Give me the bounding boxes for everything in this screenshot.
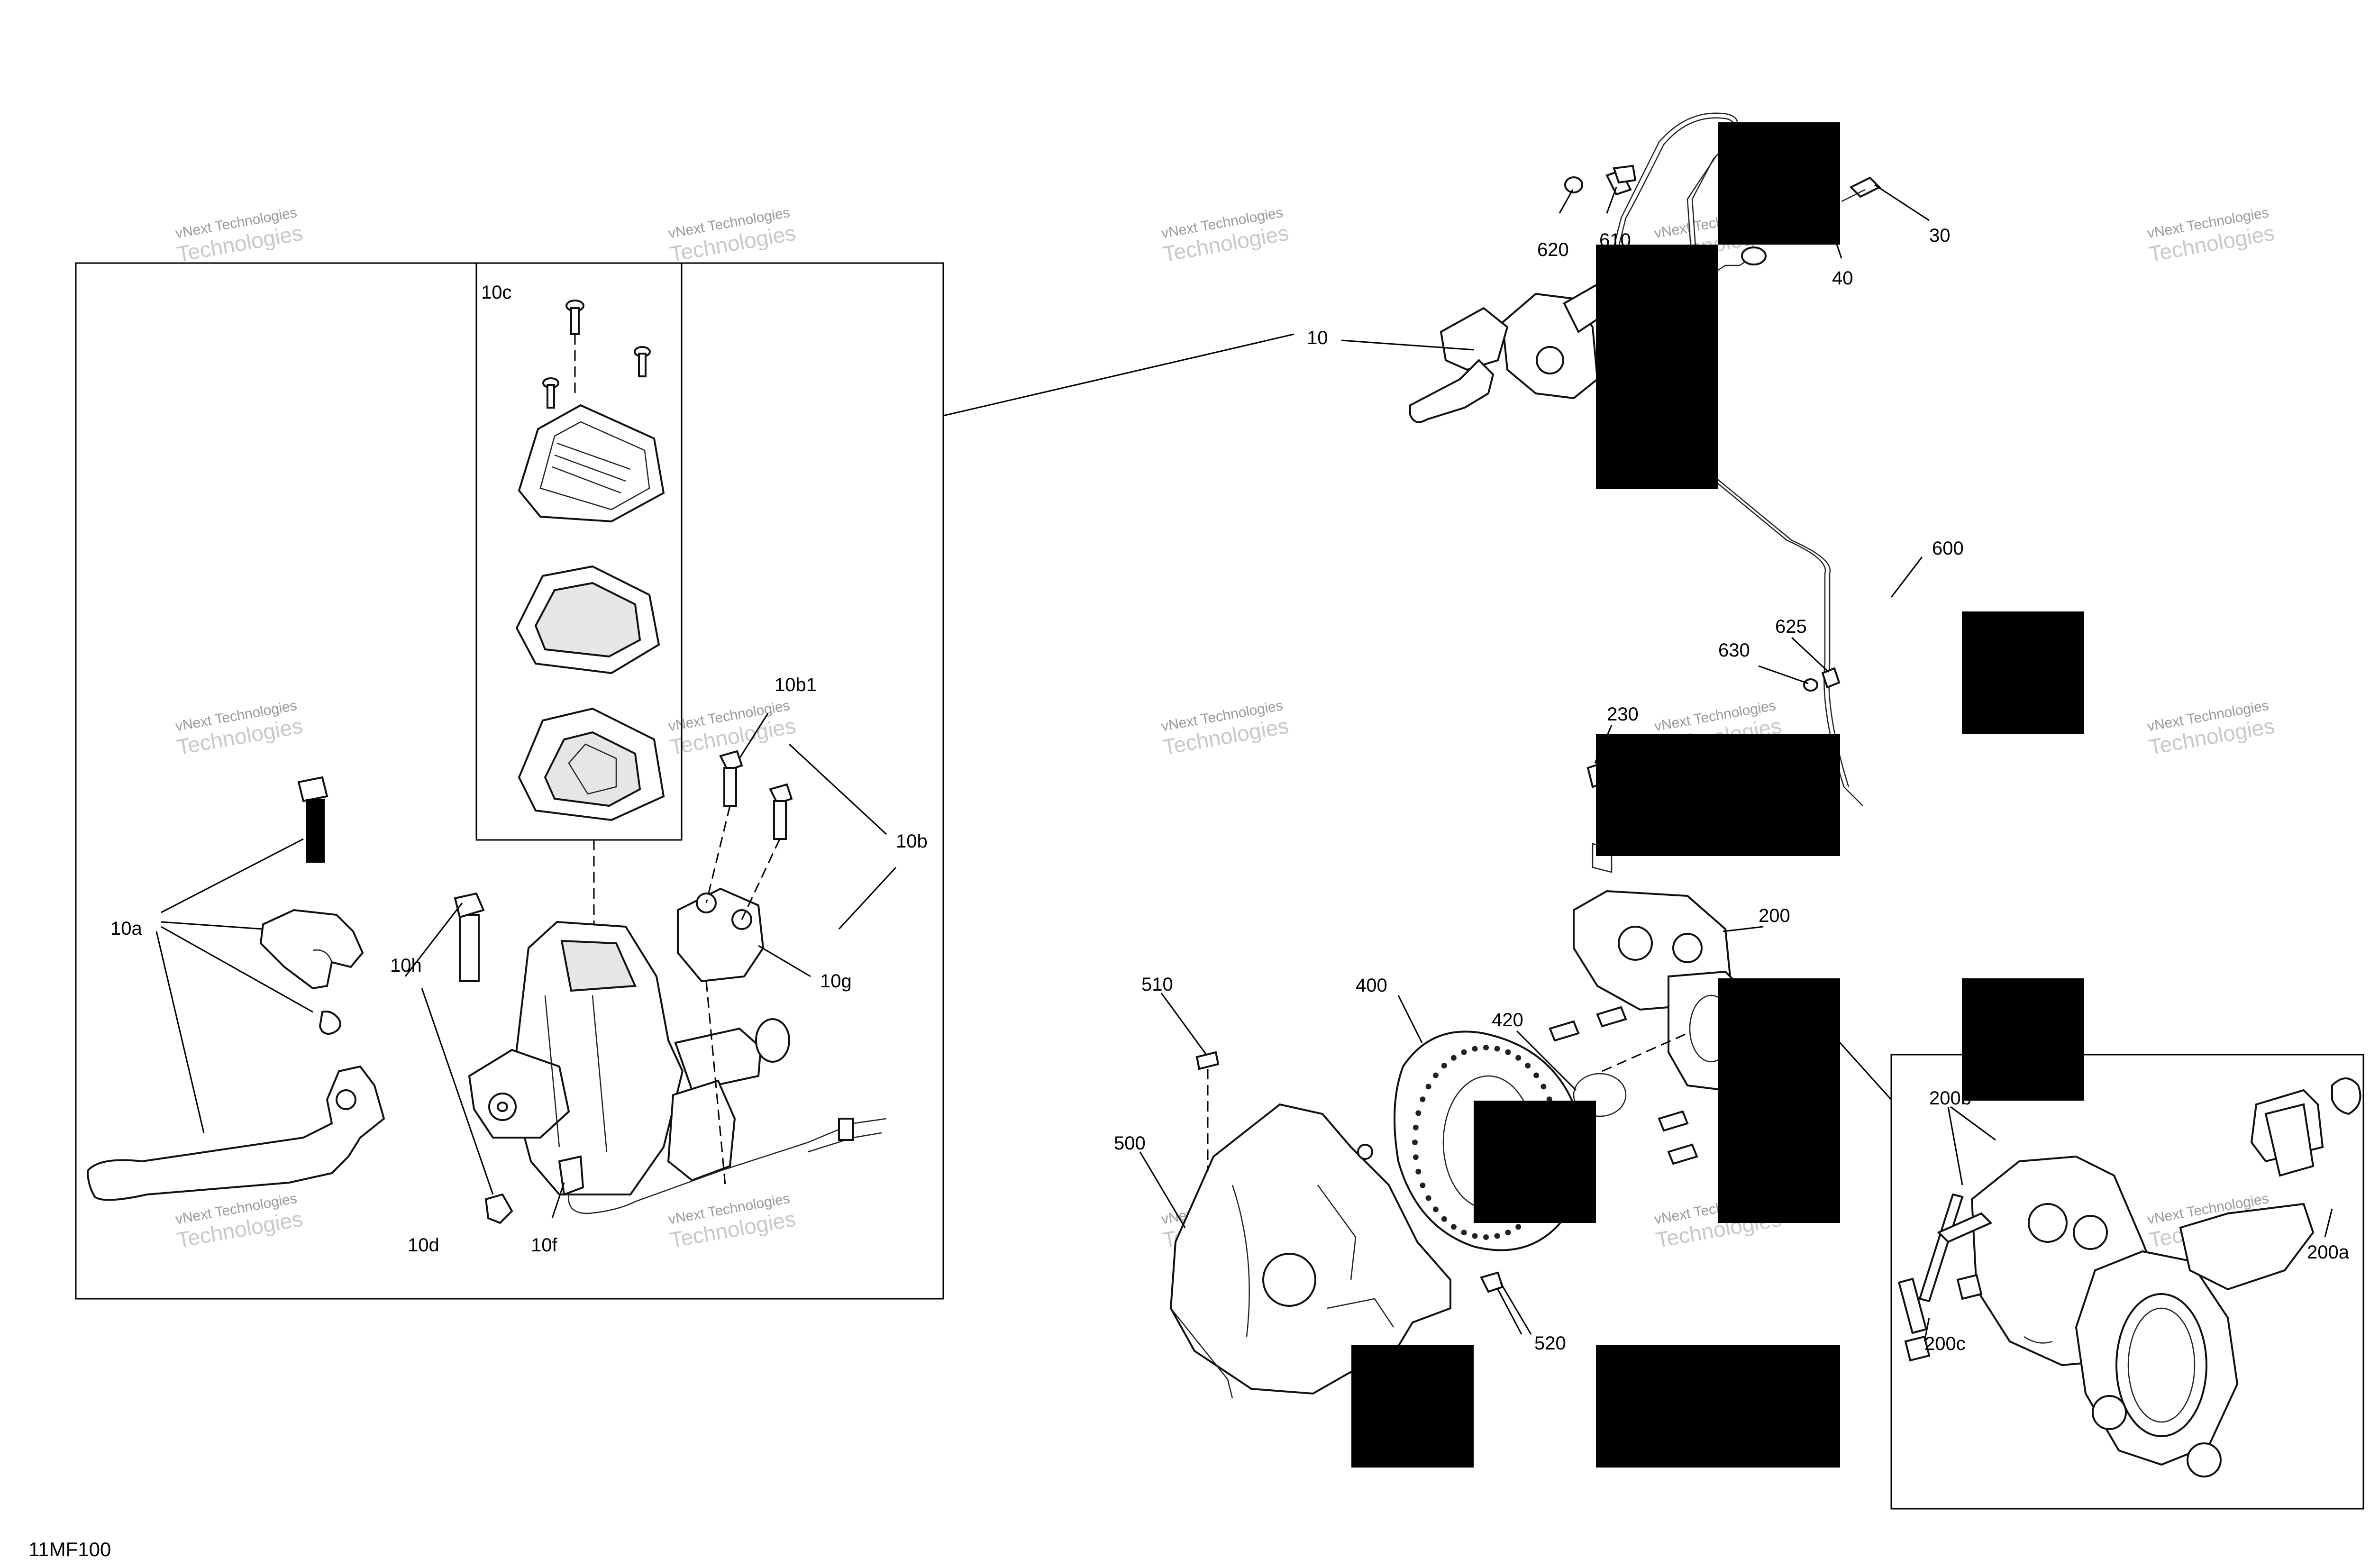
disc-hole: [1425, 1084, 1431, 1090]
reservoir-cap-assembly: [515, 300, 665, 821]
callout-600: 600: [1932, 538, 1964, 559]
caliper-pins: [1549, 1006, 1698, 1165]
callout-30: 30: [1929, 225, 1951, 246]
disc-hole: [1420, 1182, 1426, 1188]
disc-hole: [1494, 1046, 1500, 1052]
brake-lever-parts: [86, 776, 513, 1224]
callout-40: 40: [1832, 268, 1853, 289]
callout-200c: 200c: [1924, 1333, 1966, 1354]
caliper-detail-frame: [1890, 1054, 2364, 1510]
disc-hole: [1533, 1072, 1540, 1078]
disc-hole: [1450, 1224, 1457, 1230]
callout-625: 625: [1775, 616, 1807, 637]
disc-hole: [1425, 1195, 1431, 1201]
disc-hole: [1505, 1049, 1511, 1055]
disc-hole: [1472, 1233, 1478, 1239]
diagram-code: 11MF100: [28, 1538, 111, 1560]
disc-hole: [1415, 1110, 1422, 1116]
disc-hole: [1483, 1045, 1489, 1050]
left-leader-lines: [155, 713, 897, 1219]
disc-hole: [1412, 1140, 1418, 1145]
disc-hole: [1461, 1049, 1467, 1055]
callout-10: 10: [1307, 328, 1328, 348]
disc-hole: [1494, 1233, 1500, 1239]
disc-hole: [1515, 1224, 1522, 1230]
callout-510: 510: [1141, 974, 1173, 995]
disc-hole: [1505, 1230, 1511, 1236]
callout-10g: 10g: [820, 971, 852, 992]
master-cylinder-detail-frame: [75, 262, 944, 1300]
disc-hole: [1413, 1124, 1419, 1130]
callout-630: 630: [1718, 640, 1750, 661]
master-cylinder-assembled: [1409, 283, 1608, 423]
callout-420: 420: [1492, 1010, 1523, 1030]
callout-10a: 10a: [110, 918, 142, 939]
callout-230: 230: [1607, 704, 1639, 725]
disc-hole: [1441, 1216, 1447, 1222]
callout-610: 610: [1599, 230, 1631, 251]
disc-hole: [1483, 1234, 1489, 1240]
disc-hole: [1441, 1063, 1447, 1069]
disc-hole: [1413, 1154, 1419, 1160]
callout-labels: 10 10a 10b 10b1 10c 10d 10f 10g 10h 30 4…: [110, 225, 2350, 1354]
disc-hole: [1472, 1046, 1478, 1052]
reservoir-cap-detail-frame: [475, 262, 683, 841]
callout-10d: 10d: [408, 1235, 439, 1256]
handlebar-clamp: [677, 750, 793, 1185]
fitting-parts: [1564, 164, 1881, 692]
callout-400: 400: [1356, 975, 1387, 996]
callout-200a: 200a: [2307, 1242, 2350, 1263]
callout-10h: 10h: [390, 955, 422, 976]
disc-guard: [1169, 1051, 1504, 1399]
disc-hole: [1432, 1072, 1439, 1078]
disc-hole: [1461, 1230, 1467, 1236]
redaction-blocks: [1351, 122, 2084, 1468]
hose-fitting: [1741, 246, 1767, 265]
callout-620: 620: [1537, 239, 1569, 260]
callout-10c: 10c: [481, 282, 512, 303]
master-cylinder-body: [468, 921, 790, 1195]
disc-hole: [1525, 1063, 1531, 1069]
disc-hole: [1420, 1096, 1426, 1103]
callout-10b1: 10b1: [775, 675, 817, 695]
disc-hole: [1415, 1168, 1422, 1175]
callout-10f: 10f: [531, 1235, 557, 1256]
callout-200: 200: [1759, 905, 1790, 926]
brake-light-switch: [558, 1118, 887, 1214]
detail-connector-line: [943, 333, 1294, 417]
disc-hole: [1432, 1206, 1439, 1212]
callout-520: 520: [1534, 1333, 1566, 1354]
disc-hole: [1515, 1055, 1522, 1061]
callout-10b: 10b: [896, 831, 928, 852]
callout-500: 500: [1114, 1133, 1146, 1154]
disc-hole: [1540, 1084, 1547, 1090]
caliper-exploded: [1897, 1077, 2361, 1477]
callout-200b: 200b: [1929, 1088, 1971, 1109]
caliper-detail-leaders: [1923, 1106, 2333, 1342]
disc-hole: [1450, 1055, 1457, 1061]
